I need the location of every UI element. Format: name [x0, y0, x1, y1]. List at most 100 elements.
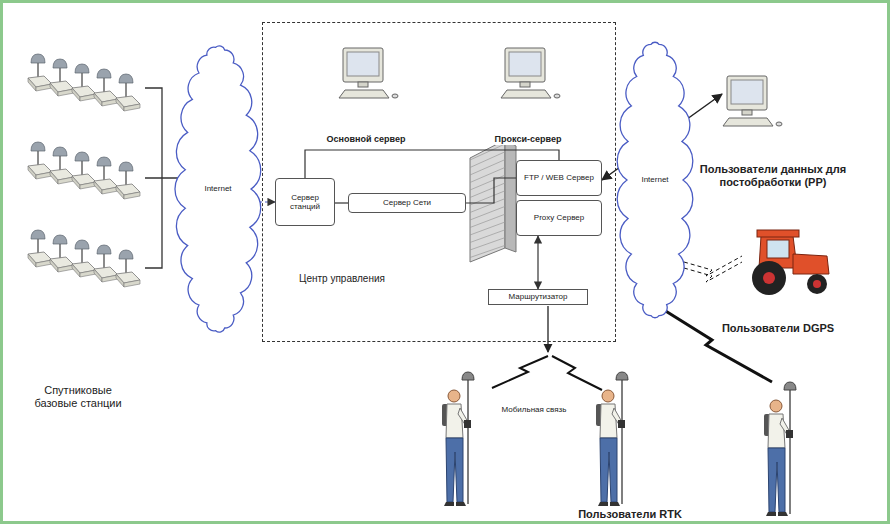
pole-antenna: [462, 372, 474, 380]
brick-joint: [470, 245, 505, 257]
antenna-dome: [97, 245, 111, 254]
jeans: [600, 438, 617, 502]
brick-joint: [470, 199, 505, 213]
receiver-top: [94, 181, 102, 194]
antenna-mast: [59, 243, 61, 259]
node-text: Proxy Сервер: [534, 213, 584, 222]
computer-icon: [723, 76, 782, 126]
brick-joint: [470, 191, 505, 205]
antenna-dome: [119, 74, 133, 83]
antenna-icon: [28, 54, 52, 91]
base-station-row: [28, 142, 140, 199]
antenna-dome: [75, 152, 89, 161]
receiver-top: [50, 171, 58, 184]
brick-joint: [470, 230, 505, 243]
pole-antenna: [616, 372, 628, 380]
surveyor-figure: [764, 382, 796, 516]
receiver-side: [80, 270, 96, 277]
link-label: Мобильная связь: [486, 398, 582, 416]
screen: [347, 52, 379, 76]
shoes: [598, 502, 620, 506]
head: [448, 390, 460, 402]
antenna-icon: [116, 162, 140, 199]
receiver-top: [116, 186, 124, 199]
antenna-mast: [37, 150, 39, 166]
front-wheel: [807, 274, 827, 294]
keyboard: [339, 90, 389, 98]
receiver-top: [116, 98, 124, 111]
antenna-icon: [116, 74, 140, 111]
brick-joint: [470, 175, 505, 190]
pole-antenna: [784, 382, 796, 390]
receiver-side: [102, 187, 118, 194]
receiver-side: [124, 280, 140, 287]
label-text: Пользователи данных для постобработки (P…: [698, 163, 848, 189]
receiver-side: [58, 89, 74, 96]
label-text: Основной сервер: [327, 134, 406, 145]
antenna-icon: [50, 59, 74, 96]
receiver-top: [50, 83, 58, 96]
node-text: Internet: [204, 184, 231, 193]
receiver-top: [94, 269, 102, 282]
antenna-mast: [81, 160, 83, 176]
receiver-side: [102, 275, 118, 282]
user-group-label: Пользователи RTK: [560, 504, 700, 522]
base-station-row: [28, 54, 140, 111]
antenna-icon: [50, 147, 74, 184]
station-group-label: Спутниковые базовые станции: [22, 384, 134, 411]
router-box: Маршрутизатор: [488, 289, 588, 305]
antenna-icon: [94, 69, 118, 106]
mobile-link-arrow: [547, 306, 548, 352]
brick-joint: [470, 206, 505, 220]
label-text: Пользователи DGPS: [722, 322, 834, 335]
antenna-mast: [125, 258, 127, 274]
antenna-mast: [59, 155, 61, 171]
brick-joint: [470, 183, 505, 198]
brick-joint: [470, 144, 505, 160]
receiver-top: [94, 93, 102, 106]
cloud-shape: [175, 46, 261, 332]
screen: [731, 80, 763, 104]
monitor: [343, 48, 383, 82]
web-server-box: FTP / WEB Сервер: [516, 160, 602, 196]
survey-pole: [467, 378, 469, 504]
antenna-mast: [81, 248, 83, 264]
receiver-top: [28, 254, 36, 267]
tractor-hood: [793, 254, 829, 274]
node-text: FTP / WEB Сервер: [524, 173, 594, 182]
antenna-dome: [53, 59, 67, 68]
rear-wheel: [752, 261, 786, 295]
radio-link: [656, 305, 772, 382]
antenna-dome: [119, 162, 133, 171]
firewall-side: [505, 140, 516, 252]
jeans: [768, 448, 785, 512]
receiver-side: [102, 99, 118, 106]
antenna-mast: [37, 238, 39, 254]
receiver-side: [124, 104, 140, 111]
antenna-mast: [125, 82, 127, 98]
computer-label: Основной сервер: [318, 128, 414, 146]
receiver-side: [36, 84, 52, 91]
connector: [466, 178, 516, 203]
node-text: Сервер Сети: [383, 198, 431, 207]
receiver-side: [80, 182, 96, 189]
brick-joint: [470, 160, 505, 175]
shoes: [766, 512, 788, 516]
head: [770, 400, 782, 412]
screen: [509, 52, 541, 76]
rear-hub: [763, 272, 775, 284]
controller: [786, 430, 793, 438]
antenna-icon: [50, 235, 74, 272]
receiver-top: [50, 259, 58, 272]
user-group-label: Пользователи данных для постобработки (P…: [698, 163, 848, 190]
stand: [520, 82, 530, 87]
user-group-label: Пользователи DGPS: [698, 318, 858, 336]
antenna-dome: [53, 147, 67, 156]
antenna-dome: [75, 240, 89, 249]
computer-icon: [339, 48, 398, 98]
internet-cloud: Internet: [618, 34, 692, 326]
brick-joint: [470, 214, 505, 227]
network-server-box: Сервер Сети: [348, 193, 466, 213]
proxy-server-box: Proxy Сервер: [516, 200, 602, 236]
